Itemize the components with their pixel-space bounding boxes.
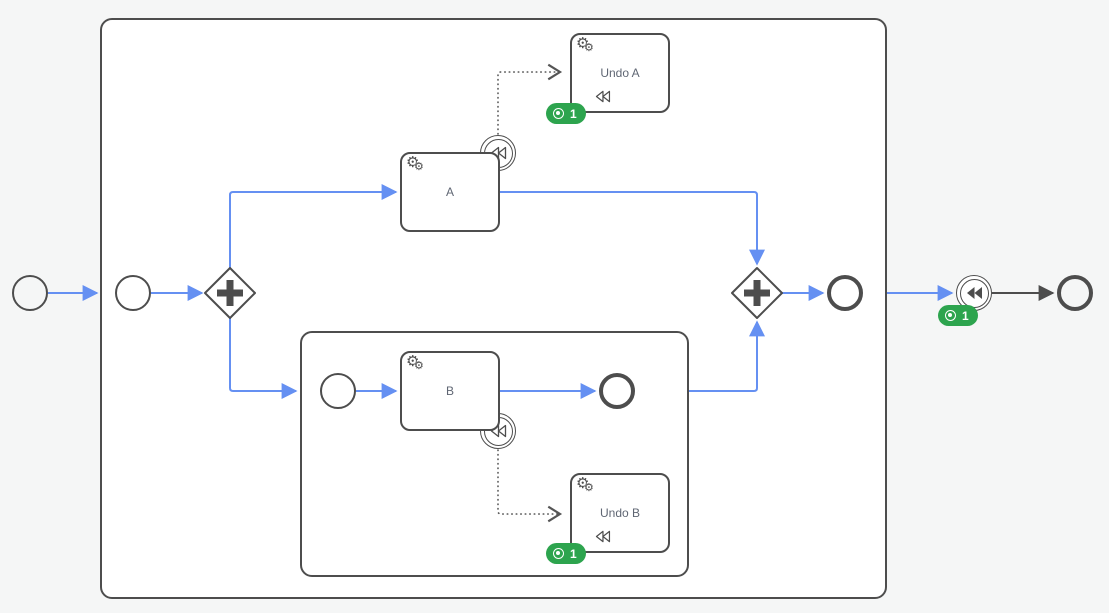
flow-inner-subprocess-to-join bbox=[689, 320, 765, 392]
task-label: B bbox=[445, 384, 454, 398]
active-token-badge-undo-a: 1 bbox=[546, 103, 586, 124]
instance-state-icon bbox=[945, 310, 956, 321]
parallel-gateway-join[interactable] bbox=[731, 267, 783, 319]
compensation-marker-icon bbox=[595, 530, 611, 543]
task-b[interactable]: ⚙⚙ B bbox=[400, 351, 500, 431]
flow-split-to-task-a bbox=[229, 184, 398, 268]
plus-icon bbox=[744, 280, 770, 306]
start-event-inner[interactable] bbox=[320, 373, 356, 409]
event-inner-ring bbox=[959, 278, 989, 308]
task-label: Undo A bbox=[600, 66, 640, 80]
service-task-icon: ⚙⚙ bbox=[576, 475, 594, 494]
start-event-subprocess[interactable] bbox=[115, 275, 151, 311]
active-token-badge-compensation-event: 1 bbox=[938, 305, 978, 326]
task-undo-a[interactable]: ⚙⚙ Undo A bbox=[570, 33, 670, 113]
association-boundary-a-to-undo-a bbox=[497, 63, 563, 135]
association-boundary-b-to-undo-b bbox=[497, 449, 563, 523]
task-label: A bbox=[445, 185, 454, 199]
parallel-gateway-split[interactable] bbox=[204, 267, 256, 319]
active-token-badge-undo-b: 1 bbox=[546, 543, 586, 564]
flow-split-to-inner-subprocess bbox=[229, 318, 298, 399]
start-event-main[interactable] bbox=[12, 275, 48, 311]
service-task-icon: ⚙⚙ bbox=[406, 353, 424, 372]
end-event-inner[interactable] bbox=[599, 373, 635, 409]
plus-icon bbox=[217, 280, 243, 306]
service-task-icon: ⚙⚙ bbox=[406, 154, 424, 173]
badge-count: 1 bbox=[962, 308, 969, 323]
compensation-marker-icon bbox=[595, 90, 611, 103]
flow-task-a-to-join bbox=[500, 191, 765, 266]
instance-state-icon bbox=[553, 108, 564, 119]
task-undo-b[interactable]: ⚙⚙ Undo B bbox=[570, 473, 670, 553]
end-event-final[interactable] bbox=[1057, 275, 1093, 311]
badge-count: 1 bbox=[570, 546, 577, 561]
task-a[interactable]: ⚙⚙ A bbox=[400, 152, 500, 232]
badge-count: 1 bbox=[570, 106, 577, 121]
service-task-icon: ⚙⚙ bbox=[576, 35, 594, 54]
task-label: Undo B bbox=[599, 506, 641, 520]
end-event-subprocess[interactable] bbox=[827, 275, 863, 311]
instance-state-icon bbox=[553, 548, 564, 559]
compensation-throw-icon bbox=[967, 287, 982, 299]
